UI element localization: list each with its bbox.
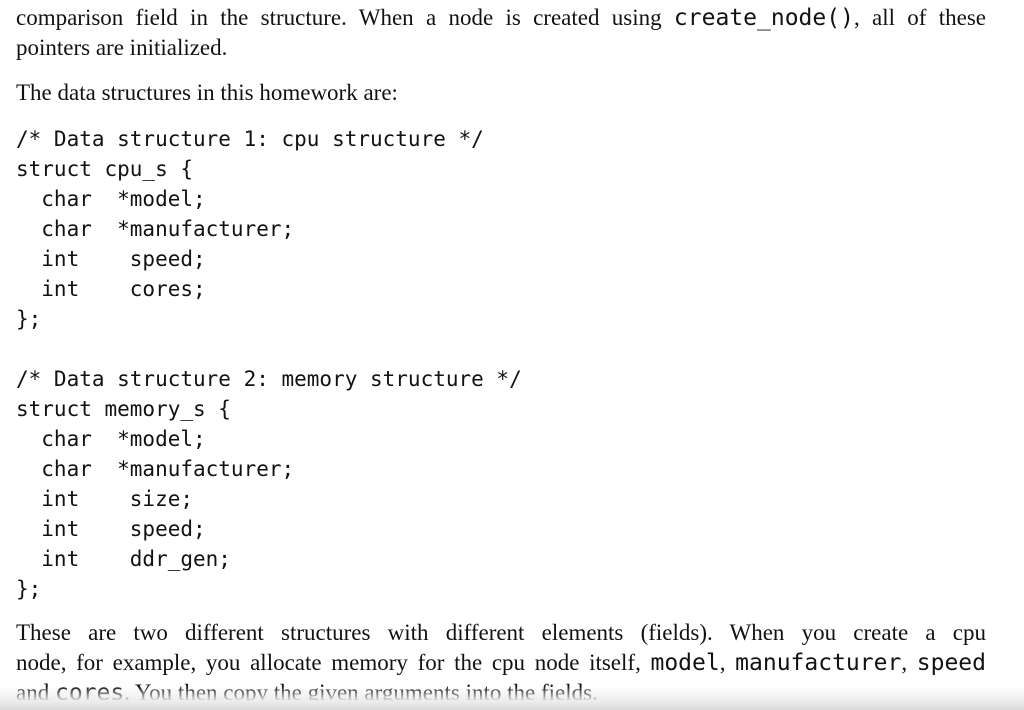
text-segment: comparison field in the structure. When …: [16, 5, 674, 30]
text-segment: ,: [719, 650, 736, 675]
code-line: struct cpu_s {: [16, 157, 194, 181]
text-segment: node, for example, you allocate memory f…: [16, 650, 651, 675]
code-line: int speed;: [16, 247, 206, 271]
text-line: The data structures in this homework are…: [16, 80, 398, 105]
text-line: pointers are initialized.: [16, 35, 228, 60]
code-line: char *model;: [16, 187, 206, 211]
text-segment: and: [16, 680, 55, 705]
inline-code-cores: cores: [54, 680, 125, 706]
text-line: comparison field in the structure. When …: [16, 3, 986, 33]
code-line: /* Data structure 2: memory structure */: [16, 367, 522, 391]
code-line: char *manufacturer;: [16, 457, 295, 481]
paragraph-summary: These are two different structures with …: [16, 618, 986, 708]
text-line: These are two different structures with …: [16, 620, 986, 645]
code-line: struct memory_s {: [16, 397, 231, 421]
text-line: node, for example, you allocate memory f…: [16, 648, 986, 678]
code-line: int speed;: [16, 517, 206, 541]
code-block-cpu-struct: /* Data structure 1: cpu structure */ st…: [16, 124, 986, 334]
inline-code-create-node: create_node(): [673, 5, 854, 31]
code-line: int cores;: [16, 277, 206, 301]
inline-code-speed: speed: [916, 650, 986, 676]
paragraph-lead-in: The data structures in this homework are…: [16, 78, 986, 108]
inline-code-model: model: [650, 650, 720, 676]
text-segment: , all of these: [853, 5, 986, 30]
paragraph-intro: comparison field in the structure. When …: [16, 3, 986, 63]
code-line: int size;: [16, 487, 194, 511]
code-line: };: [16, 577, 42, 601]
code-line: char *model;: [16, 427, 206, 451]
code-line: char *manufacturer;: [16, 217, 295, 241]
code-line: /* Data structure 1: cpu structure */: [16, 127, 484, 151]
inline-code-manufacturer: manufacturer: [735, 650, 902, 676]
code-line: };: [16, 307, 42, 331]
code-line: int ddr_gen;: [16, 547, 231, 571]
text-segment: . You then copy the given arguments into…: [124, 680, 598, 705]
text-segment: ,: [901, 650, 917, 675]
code-block-memory-struct: /* Data structure 2: memory structure */…: [16, 364, 986, 604]
text-line: and cores. You then copy the given argum…: [16, 678, 986, 708]
